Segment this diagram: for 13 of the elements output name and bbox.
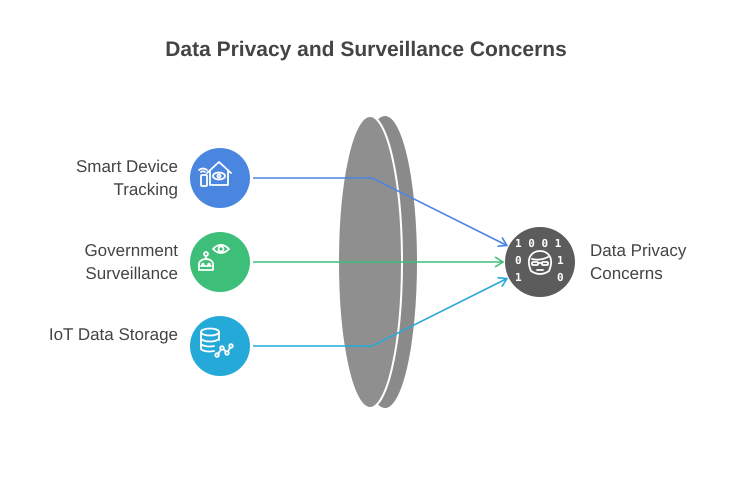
binary-digits: 1	[515, 271, 522, 284]
node-label: Smart Device Tracking	[74, 156, 178, 201]
binary-digits: 1 0 0 1	[515, 237, 562, 250]
arrow	[253, 276, 508, 347]
title: Data Privacy and Surveillance Concerns	[164, 38, 568, 62]
node-label: IoT Data Storage	[48, 324, 178, 346]
arrow	[253, 256, 504, 268]
binary-digits: 0	[557, 271, 564, 284]
node-label: Government Surveillance	[83, 240, 178, 285]
arrow	[253, 177, 508, 248]
binary-digits: 0	[515, 254, 522, 267]
binary-digits: 1	[557, 254, 564, 267]
node-label: Data Privacy Concerns	[590, 240, 688, 285]
